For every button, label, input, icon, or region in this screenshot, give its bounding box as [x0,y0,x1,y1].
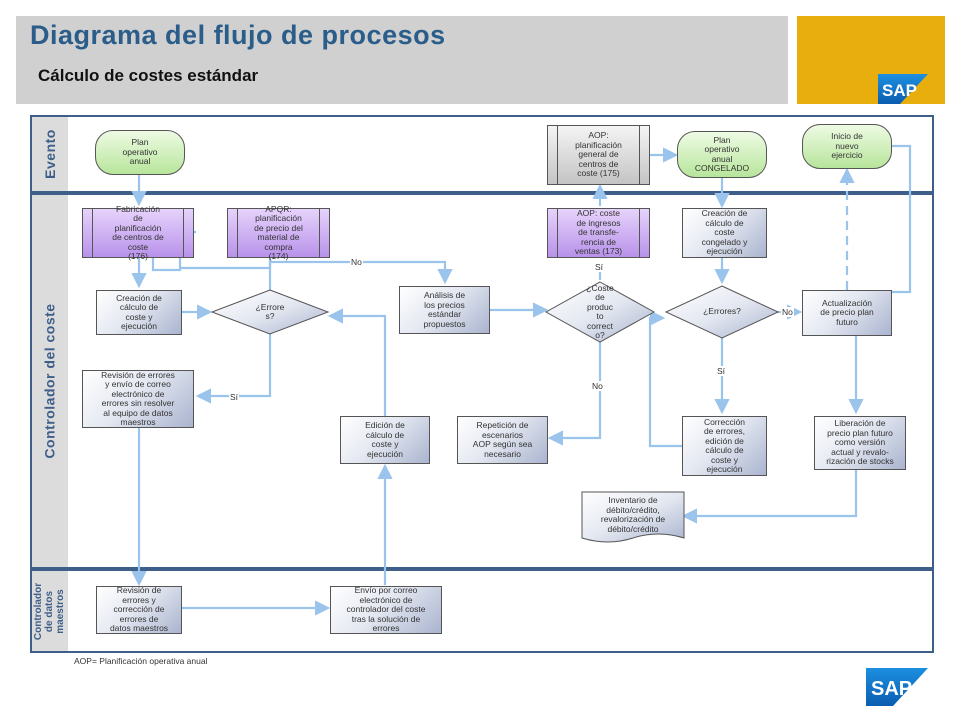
decision-errores-2-label: ¿Errores? [703,306,741,317]
header-banner [16,16,788,104]
task-revision-errores: Revisión de errores y envío de correo el… [82,370,194,428]
task-creacion-congelado: Creación de cálculo de coste congelado y… [682,208,767,258]
decision-coste-label: ¿Coste de produc to correct o? [586,282,614,340]
document-inventario [581,491,685,543]
sap-logo-top: SAP [878,74,928,104]
task-envio-correo: Envío por correo electrónico de controla… [330,586,442,634]
lane-label-maestros: Controlador de datos maestros [32,571,68,651]
svg-text:SAP: SAP [882,81,917,100]
task-repeticion: Repetición de escenarios AOP según sea n… [457,416,548,464]
lane-label-evento: Evento [32,117,68,191]
event-inicio-ejercicio: Inicio de nuevo ejercicio [802,124,892,169]
event-plan-anual: Plan operativo anual [95,130,185,175]
lane-label-controlador: Controlador del coste [32,195,68,567]
lane-evento [30,115,934,193]
edge-label-si-1: Sí [229,392,240,402]
task-revision-maestros: Revisión de errores y corrección de erro… [96,586,182,634]
edge-edicion-to-errores [327,308,387,416]
event-plan-congelado: Plan operativo anual CONGELADO [677,131,767,178]
logo-panel [797,16,945,104]
edge-label-no-2: No [591,381,604,391]
decision-errores-1-label: ¿Errore s? [255,301,285,321]
edge-label-no-1: No [350,257,363,267]
task-actualizacion: Actualización de precio plan futuro [802,290,892,336]
decision-errores-2 [664,285,780,339]
edge-liberacion-to-inventario [681,466,858,524]
task-correccion: Corrección de errores, edición de cálcul… [682,416,767,476]
svg-text:SAP: SAP [871,678,912,700]
edge-correccion-loop [648,310,682,448]
subprocess-fabricacion: Fabricación de planificación de centros … [82,204,194,261]
task-liberacion: Liberación de precio plan futuro como ve… [814,416,906,470]
edge-coste-no [547,340,602,446]
task-analisis: Análisis de los precios estándar propues… [399,286,490,334]
page-subtitle: Cálculo de costes estándar [38,66,259,85]
edge-errores-si [195,334,272,404]
sap-logo-bottom: SAP [866,668,928,706]
page-title: Diagrama del flujo de procesos [30,20,446,50]
edge-label-no-3: No [781,307,794,317]
subprocess-apqr: APQR: planificación de precio del materi… [227,204,330,261]
edge-inicio-to-liberacion [848,144,912,415]
subprocess-aop-ingresos: AOP: coste de ingresos de transfe- renci… [547,208,650,258]
document-inventario-label: Inventario de débito/crédito, revaloriza… [600,495,666,534]
subprocess-aop-general: AOP: planificación general de centros de… [547,125,650,185]
task-edicion: Edición de cálculo de coste y ejecución [340,416,430,464]
footnote: AOP= Planificación operativa anual [74,656,208,666]
edge-label-si-3: Sí [716,366,727,376]
task-creacion-calculo: Creación de cálculo de coste y ejecución [96,290,182,335]
decision-errores-1 [210,289,330,335]
edge-label-si-2: Sí [594,262,605,272]
decision-coste-correcto [544,281,656,343]
